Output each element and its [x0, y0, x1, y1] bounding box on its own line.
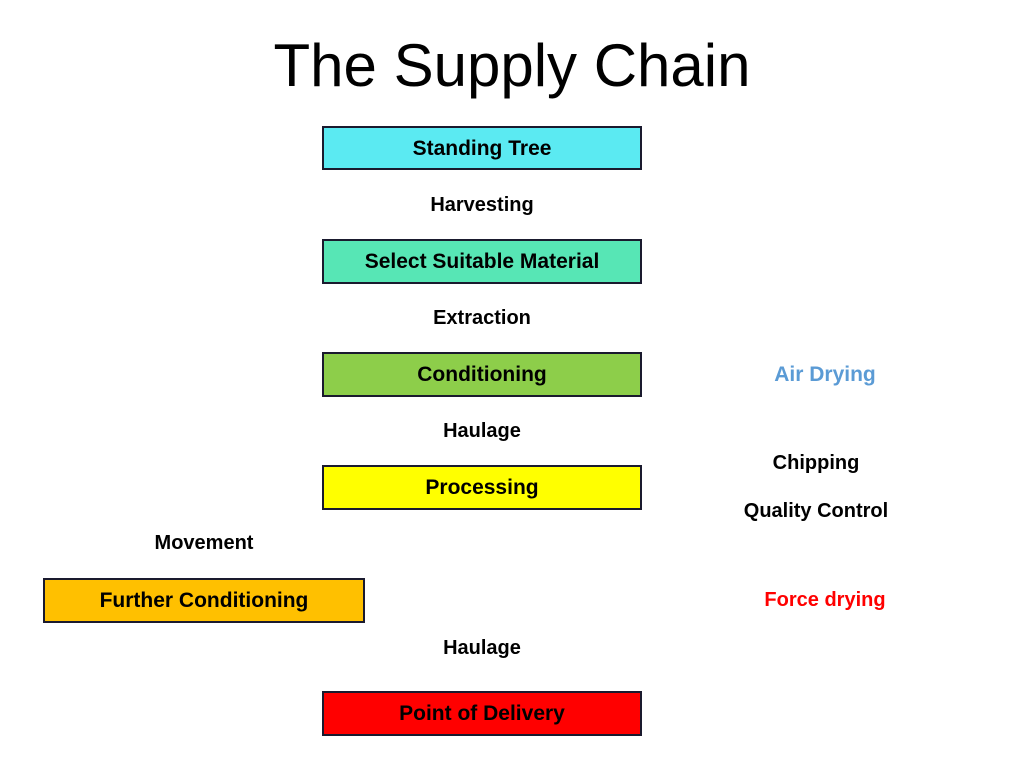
stage-label-further-conditioning: Further Conditioning — [99, 589, 309, 612]
stage-box-conditioning[interactable]: Conditioning — [322, 352, 642, 397]
stage-box-standing-tree[interactable]: Standing Tree — [322, 126, 642, 170]
transition-label-extraction: Extraction — [433, 307, 531, 329]
transition-label-movement: Movement — [154, 532, 254, 554]
transition-label-haulage-second: Haulage — [443, 637, 521, 659]
annotation-quality-control: Quality Control — [743, 500, 889, 522]
page-title: The Supply Chain — [273, 32, 751, 99]
transition-label-harvesting: Harvesting — [430, 194, 534, 216]
stage-box-select-suitable-material[interactable]: Select Suitable Material — [322, 239, 642, 284]
stage-box-point-of-delivery[interactable]: Point of Delivery — [322, 691, 642, 736]
stage-label-select-suitable-material: Select Suitable Material — [364, 250, 600, 273]
stage-label-point-of-delivery: Point of Delivery — [399, 702, 565, 725]
stage-box-further-conditioning[interactable]: Further Conditioning — [43, 578, 365, 623]
annotation-air-drying: Air Drying — [774, 363, 876, 386]
stage-label-conditioning: Conditioning — [417, 363, 547, 386]
stage-label-standing-tree: Standing Tree — [412, 136, 552, 160]
stage-box-processing[interactable]: Processing — [322, 465, 642, 510]
transition-label-haulage-first: Haulage — [443, 420, 521, 442]
annotation-force-drying: Force drying — [764, 589, 886, 611]
stage-label-processing: Processing — [425, 476, 539, 499]
annotation-chipping: Chipping — [772, 452, 860, 474]
